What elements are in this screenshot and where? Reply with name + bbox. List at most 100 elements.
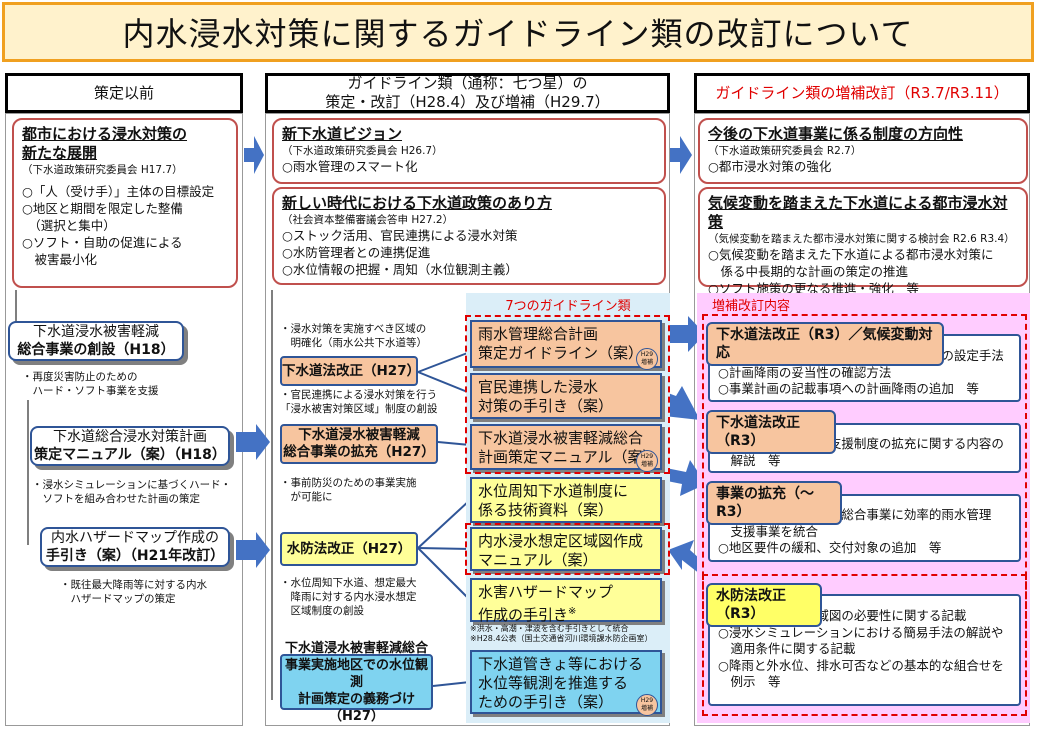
guideline-hazard-map-mark: ※ — [568, 606, 577, 617]
box-project-expansion-h27-line1: 下水道浸水被害軽減 — [298, 427, 420, 443]
column-header-r3-text: ガイドライン類の増補改訂（R3.7/R3.11） — [715, 83, 1009, 102]
supplement-badge-line1: H29 — [640, 351, 654, 358]
column-header-2016-line1: ガイドライン類（通称：七つ星）の — [347, 74, 588, 92]
note-middle-3-line2: が可能に — [280, 491, 333, 503]
guideline-inland-flood-map-manual-line1: 内水浸水想定区域図作成 — [478, 532, 644, 550]
supplement-tag-project-expansion-text: 事業の拡充（～R3） — [716, 486, 814, 520]
list-item: ○都市浸水対策の強化 — [708, 159, 832, 174]
supplement-panel-header-text: 増補改訂内容 — [712, 299, 791, 314]
column-header-2016: ガイドライン類（通称：七つ星）の策定・改訂（H28.4）及び増補（H29.7） — [265, 73, 670, 113]
note-left-1-line1: ・再度災害防止のための — [22, 371, 138, 383]
column-header-r3: ガイドライン類の増補改訂（R3.7/R3.11） — [694, 73, 1030, 113]
note-middle-3: ・事前防災のための事業実施 が可能に — [280, 476, 470, 504]
list-item: ○浸水シミュレーションにおける簡易手法の解説や — [718, 624, 1004, 640]
box-future-institutional-direction-title: 今後の下水道事業に係る制度の方向性 — [708, 125, 964, 143]
note-left-1-line2: ハード・ソフト事業を支援 — [22, 385, 159, 397]
arrow-g3-to-s3 — [662, 460, 706, 496]
list-item: 解説 等 — [718, 452, 781, 468]
note-left-2-line2: ソフトを組み合わせた計画の策定 — [32, 493, 200, 505]
guideline-sewer-water-level-observation-line2: 水位等観測を推進する — [478, 674, 629, 692]
box-climate-change-flood-title: 気候変動を踏まえた下水道による都市浸水対策 — [708, 194, 1008, 231]
guideline-sewer-water-level-observation-line3: ための手引き（案） — [478, 693, 614, 711]
connector-c1 — [417, 351, 471, 373]
box-left-hazard-map-h21-line2: 手引き（案）（H21年改訂） — [45, 548, 225, 564]
guideline-sewer-water-level-observation-line1: 下水道管きょ等における — [478, 655, 644, 673]
box-project-expansion-h27: 下水道浸水被害軽減総合事業の拡充（H27） — [280, 424, 438, 464]
guideline-public-private-line2: 対策の手引き（案） — [478, 397, 614, 415]
box-sewerage-act-h27: 下水道法改正（H27） — [280, 356, 420, 386]
list-item: ○降雨と外水位、排水可否などの基本的な組合せを — [718, 657, 1004, 673]
note-left-3-line2: ハザードマップの策定 — [60, 593, 176, 605]
connector-c3c — [417, 547, 471, 601]
note-left-3-line1: ・既往最大降雨等に対する内水 — [60, 579, 207, 591]
box-sewerage-policy: 新しい時代における下水道政策のあり方 （社会資本整備審議会答申 H27.2） ○… — [272, 187, 666, 285]
box-urban-flood-title2: 新たな展開 — [22, 144, 98, 162]
highlight-middle-revised-top — [465, 315, 670, 474]
box-left-manual-h18-line1: 下水道総合浸水対策計画 — [53, 429, 207, 445]
arrow-g1-to-s1 — [666, 316, 705, 352]
box-left-manual-h18-line2: 策定マニュアル（案）（H18） — [34, 447, 226, 463]
box-climate-change-flood-sub: （気候変動を踏まえた都市浸水対策に関する検討会 R2.6 R3.4） — [708, 233, 1015, 245]
box-left-project-creation-line1: 下水道浸水被害軽減 — [32, 324, 159, 340]
box-water-level-obligation-h27-line2: 事業実施地区での水位観測 — [284, 657, 428, 690]
guideline-public-private-line1: 官民連携した浸水 — [478, 378, 599, 396]
list-item: 例示 等 — [718, 674, 781, 689]
footnote-2: ※H28.4公表（国土交通省河川環境課水防企画室） — [470, 634, 653, 643]
guideline-hazard-map-line1: 水害ハザードマップ — [478, 583, 614, 601]
box-left-hazard-map-h21-line1: 内水ハザードマップ作成の — [50, 530, 219, 546]
note-left-2-line1: ・浸水シミュレーションに基づくハード・ — [32, 479, 232, 491]
box-flood-act-h27: 水防法改正（H27） — [280, 532, 418, 566]
box-urban-flood-new-development: 都市における浸水対策の 新たな展開 （下水道政策研究委員会 H17.7） ○「人… — [12, 118, 238, 288]
box-future-institutional-direction-sub: （下水道政策研究委員会 R2.7） — [708, 145, 862, 157]
list-item: ○水防管理者との連携促進 — [282, 245, 431, 260]
note-middle-4-line3: 区域制度の創設 — [280, 605, 364, 617]
arrow-left-to-c3 — [236, 532, 270, 568]
list-item: 支援事業を統合 — [718, 523, 819, 539]
list-item: ○事業計画の記載事項への計画降雨の追加 等 — [718, 381, 979, 396]
column-header-2016-line2: 策定・改訂（H28.4）及び増補（H29.7） — [325, 93, 610, 111]
list-item: ○「人（受け手）」主体の目標設定 — [22, 184, 215, 199]
box-water-level-obligation-h27-line3: 計画策定の義務づけ（H27） — [297, 691, 415, 724]
note-left-3: ・既往最大降雨等に対する内水 ハザードマップの策定 — [60, 578, 240, 606]
box-urban-flood-sub: （下水道政策研究委員会 H17.7） — [22, 164, 183, 176]
note-middle-1-line1: ・浸水対策を実施すべき区域の — [280, 323, 427, 335]
note-middle-1: ・浸水対策を実施すべき区域の 明確化（雨水公共下水道等） — [280, 322, 470, 350]
connector-c3b — [417, 547, 471, 550]
box-left-project-creation-text: 下水道浸水被害軽減総合事業の創設（H18） — [17, 323, 174, 359]
supplement-badge-line2: 増補 — [640, 359, 653, 366]
note-middle-2-line2: 「浸水被害対策区域」制度の創設 — [280, 403, 438, 415]
box-future-institutional-direction: 今後の下水道事業に係る制度の方向性 （下水道政策研究委員会 R2.7） ○都市浸… — [698, 118, 1028, 184]
connector-c4 — [432, 681, 471, 687]
box-left-project-creation-line2: 総合事業の創設（H18） — [17, 342, 175, 358]
box-left-hazard-map-h21-text: 内水ハザードマップ作成の手引き（案）（H21年改訂） — [46, 529, 224, 565]
box-left-hazard-map-h21: 内水ハザードマップ作成の手引き（案）（H21年改訂） — [40, 527, 230, 567]
guideline-inland-flood-map-manual-line2: マニュアル（案） — [478, 551, 598, 569]
list-item: 適用条件に関する記載 — [718, 641, 856, 656]
note-middle-2: ・官民連携による浸水対策を行う「浸水被害対策区域」制度の創設 — [280, 388, 470, 416]
supplement-tag-sewerage-act-text: 下水道法改正（R3） — [716, 415, 800, 449]
list-item: ○気候変動を踏まえた下水道による都市浸水対策に — [708, 247, 994, 262]
supplement-tag-sewerage-climate: 下水道法改正（R3）／気候変動対応 — [706, 322, 944, 366]
guideline-panel-header: 7つのガイドライン類 — [466, 295, 670, 314]
arrow-left-to-c2 — [236, 424, 270, 460]
supplement-tag-flood-act: 水防法改正（R3） — [706, 583, 822, 627]
list-item: ○雨水管理のスマート化 — [282, 159, 418, 174]
note-middle-4-line1: ・水位周知下水道、想定最大 — [280, 577, 417, 589]
supplement-tag-flood-act-text: 水防法改正（R3） — [716, 588, 786, 622]
note-left-2: ・浸水シミュレーションに基づくハード・ ソフトを組み合わせた計画の策定 — [32, 478, 242, 506]
guideline-water-level-technical-line1: 水位周知下水道制度に — [478, 482, 629, 500]
box-water-level-obligation-h27: 下水道浸水被害軽減総合事業実施地区での水位観測計画策定の義務づけ（H27） — [280, 641, 433, 724]
supplement-badge-line2: 増補 — [640, 461, 653, 468]
box-project-expansion-h27-text: 下水道浸水被害軽減総合事業の拡充（H27） — [283, 427, 435, 461]
guideline-panel-header-text: 7つのガイドライン類 — [505, 299, 631, 314]
note-middle-4: ・水位周知下水道、想定最大 降雨に対する内水浸水想定 区域制度の創設 — [280, 576, 470, 618]
guideline-public-private: 官民連携した浸水対策の手引き（案） — [470, 373, 662, 419]
list-item: ○計画降雨の妥当性の確認方法 — [718, 364, 892, 380]
box-water-level-obligation-h27-line1: 下水道浸水被害軽減総合 — [284, 640, 428, 656]
page-title: 内水浸水対策に関するガイドライン類の改訂について — [2, 2, 1034, 62]
supplement-tag-sewerage-climate-text: 下水道法改正（R3）／気候変動対応 — [716, 327, 933, 361]
